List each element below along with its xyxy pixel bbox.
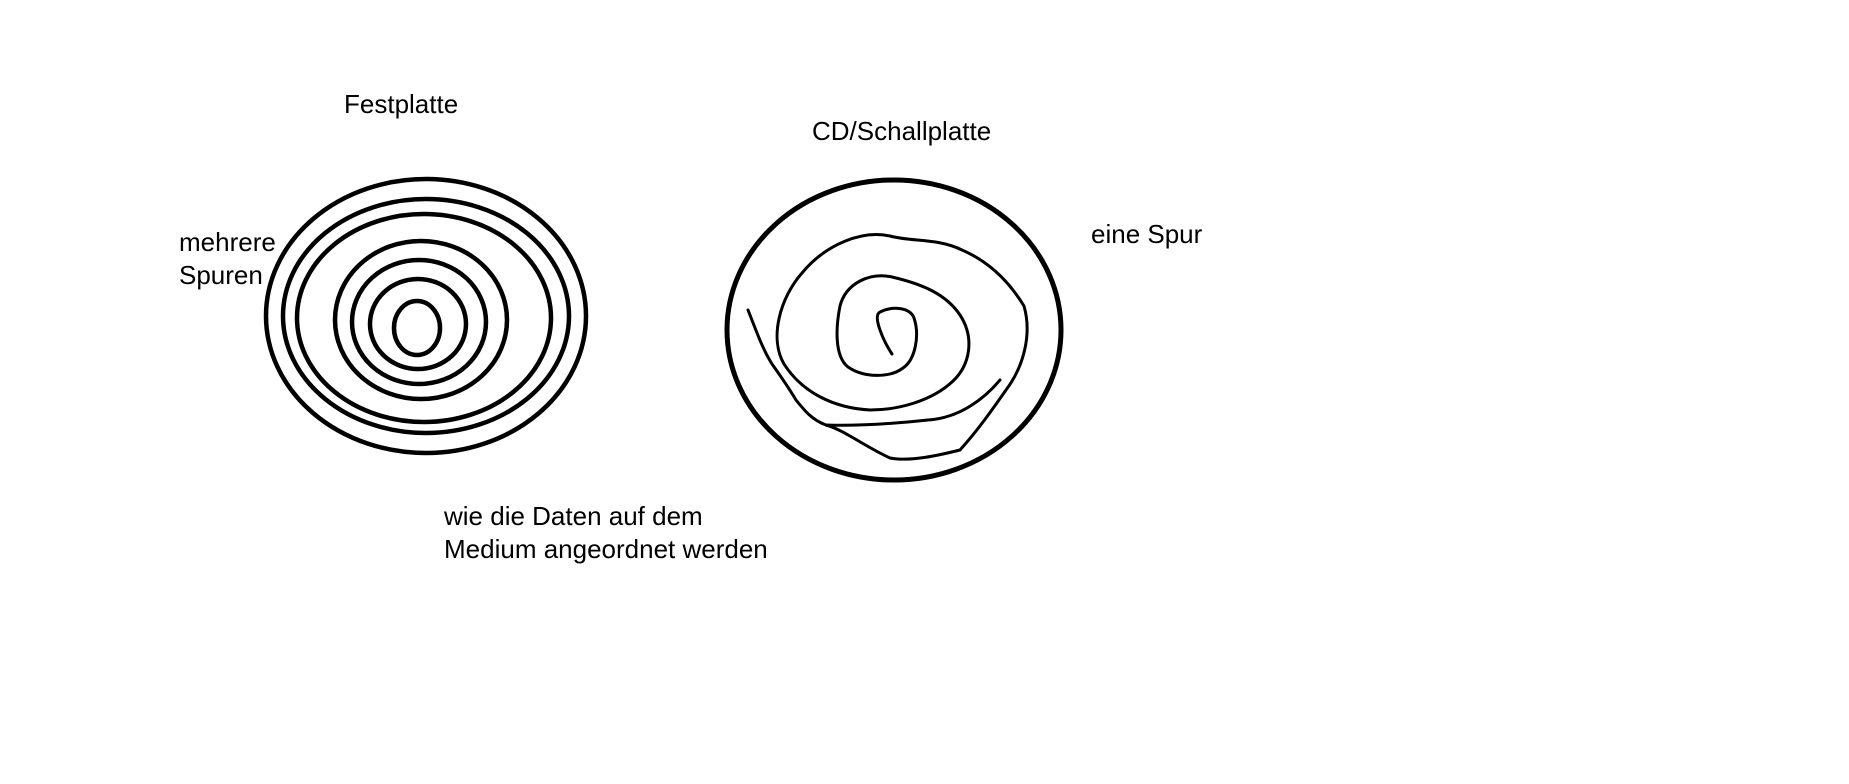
hard-disk-track-5 xyxy=(349,257,489,387)
hard-disk-drawing xyxy=(263,176,589,456)
caption-line-2: Medium angeordnet werden xyxy=(444,534,768,564)
hard-disk-annotation-line-1: mehrere xyxy=(179,227,276,257)
hard-disk-title: Festplatte xyxy=(344,89,459,119)
hard-disk-track-3 xyxy=(294,211,554,425)
hard-disk-track-7 xyxy=(391,298,443,358)
hard-disk-track-1 xyxy=(263,176,589,456)
cd-outline xyxy=(724,177,1064,483)
diagram-caption: wie die Daten auf dem Medium angeordnet … xyxy=(444,500,768,566)
cd-drawing xyxy=(724,177,1064,483)
cd-title: CD/Schallplatte xyxy=(812,116,992,146)
hard-disk-track-2 xyxy=(280,196,572,436)
hard-disk-track-4 xyxy=(332,238,510,402)
hard-disk-annotation-line-2: Spuren xyxy=(179,260,263,290)
caption-line-1: wie die Daten auf dem xyxy=(444,501,703,531)
cd-spiral-connector xyxy=(824,378,1002,427)
hard-disk-annotation: mehrere Spuren xyxy=(179,226,276,292)
hard-disk-track-6 xyxy=(367,276,469,372)
cd-spiral-track xyxy=(746,233,1029,461)
cd-annotation: eine Spur xyxy=(1091,219,1203,249)
